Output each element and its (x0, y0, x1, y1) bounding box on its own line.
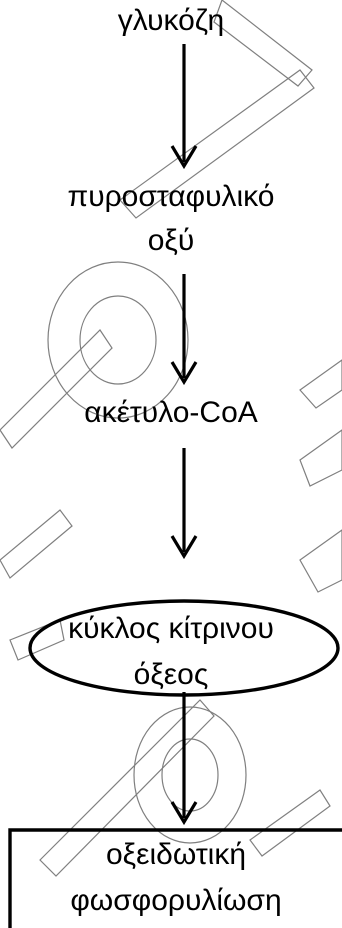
oxidative-phosphorylation-box (8, 828, 342, 928)
node-pyruvic-acid-label-line1: πυροσταφυλικό (67, 180, 275, 213)
node-acetyl-coa-label: ακέτυλο-CoA (84, 396, 258, 429)
node-pyruvic-acid-label-line2: οξύ (147, 224, 195, 257)
arrow-glucose-to-pyruvic (170, 44, 198, 170)
arrow-acetyl-to-krebs (170, 448, 198, 560)
node-oxidative-phosphorylation-label-line2: φωσφορυλίωση (70, 884, 282, 917)
arrow-pyruvic-to-acetyl (170, 274, 198, 386)
node-glucose-label: γλυκόζη (117, 4, 225, 37)
node-krebs-cycle-label-line1: κύκλος κίτρινου (68, 612, 274, 645)
arrow-krebs-to-oxphos (170, 692, 198, 826)
watermark-outline (0, 0, 342, 877)
krebs-cycle-ellipse (28, 599, 340, 697)
flow-arrows (170, 44, 198, 826)
node-krebs-cycle-label-line2: όξεος (133, 658, 209, 691)
node-oxidative-phosphorylation-label-line1: οξειδωτική (105, 838, 247, 871)
